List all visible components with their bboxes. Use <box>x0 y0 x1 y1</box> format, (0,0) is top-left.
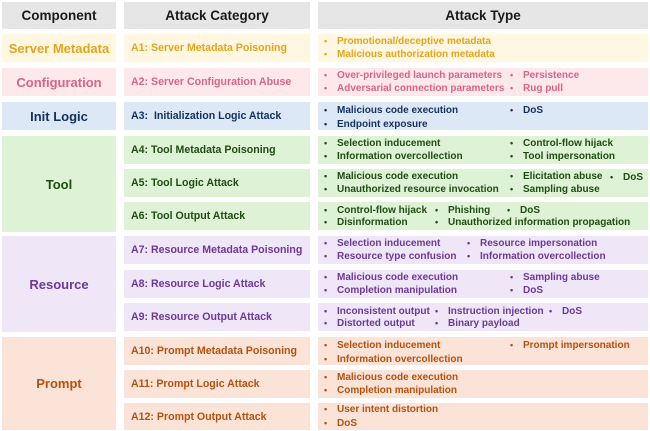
types-a2: Over-privileged launch parameters Advers… <box>318 68 648 96</box>
component-label: Prompt <box>36 376 82 391</box>
header-category-label: Attack Category <box>165 8 269 23</box>
attack-type-item: Inconsistent output <box>324 305 430 319</box>
types-a3: Malicious code execution Endpoint exposu… <box>318 102 648 130</box>
attack-type-item: DoS <box>510 104 543 118</box>
attack-type-item: Resource impersonation <box>467 237 606 251</box>
types-a9: Inconsistent output Distorted output Ins… <box>318 303 648 331</box>
types-a12: User intent distortion DoS <box>318 403 648 430</box>
attack-type-item: Distorted output <box>324 317 415 331</box>
attack-type-item: Control-flow hijack <box>510 137 615 151</box>
category-a12: A12: Prompt Output Attack <box>124 403 310 430</box>
attack-type-item: Malicious code execution <box>324 104 510 118</box>
attack-type-item: Instruction injection <box>435 305 544 319</box>
component-label: Resource <box>29 276 89 292</box>
component-configuration: Configuration <box>2 68 116 96</box>
category-label: A7: Resource Metadata Poisoning <box>131 244 303 256</box>
types-a5: Malicious code execution Unauthorized re… <box>318 169 648 197</box>
category-label: A8: Resource Logic Attack <box>131 278 266 290</box>
category-label: A4: Tool Metadata Poisoning <box>131 144 276 156</box>
component-tool: Tool <box>2 136 116 232</box>
attack-type-item: Malicious authorization metadata <box>324 48 495 62</box>
component-init-logic: Init Logic <box>2 102 116 130</box>
attack-type-item: Disinformation <box>324 216 408 230</box>
attack-type-item: Information overcollection <box>324 353 510 367</box>
attack-type-item: Information overcollection <box>324 150 510 164</box>
attack-type-item: Phishing <box>435 204 490 218</box>
attack-type-item: Selection inducement <box>324 339 510 353</box>
category-label: A10: Prompt Metadata Poisoning <box>131 345 297 357</box>
attack-type-item: Control-flow hijack <box>324 204 427 218</box>
attack-type-item: Persistence <box>510 69 579 83</box>
attack-type-item: Malicious code execution <box>324 371 458 385</box>
category-a7: A7: Resource Metadata Poisoning <box>124 236 310 264</box>
types-a10: Selection inducement Information overcol… <box>318 337 648 365</box>
header-component: Component <box>2 2 116 29</box>
category-a9: A9: Resource Output Attack <box>124 303 310 331</box>
attack-type-item: Endpoint exposure <box>324 118 510 132</box>
types-a4: Selection inducement Information overcol… <box>318 136 648 164</box>
attack-type-item: Prompt impersonation <box>510 339 630 353</box>
types-a8: Malicious code execution Completion mani… <box>318 270 648 298</box>
attack-type-item: Resource type confusion <box>324 250 467 264</box>
category-a11: A11: Prompt Logic Attack <box>124 370 310 398</box>
component-label: Configuration <box>16 74 102 90</box>
attack-type-item: DoS <box>510 284 600 298</box>
attack-type-item: Information overcollection <box>467 250 606 264</box>
types-a1: Promotional/deceptive metadata Malicious… <box>318 34 648 62</box>
attack-type-item: Completion manipulation <box>324 384 458 398</box>
types-a11: Malicious code execution Completion mani… <box>318 370 648 398</box>
header-type-label: Attack Type <box>445 8 521 23</box>
category-label: A2: Server Configuration Abuse <box>131 76 292 88</box>
category-label: A3: Initialization Logic Attack <box>131 110 282 122</box>
types-a6: Control-flow hijack Disinformation Phish… <box>318 202 648 230</box>
category-a4: A4: Tool Metadata Poisoning <box>124 136 310 164</box>
category-a8: A8: Resource Logic Attack <box>124 270 310 298</box>
attack-type-item: Elicitation abuse <box>510 170 610 184</box>
category-label: A1: Server Metadata Poisoning <box>131 42 288 54</box>
component-server-metadata: Server Metadata <box>2 34 116 62</box>
attack-type-item: Unauthorized information propagation <box>435 216 630 230</box>
component-label: Tool <box>45 176 73 192</box>
header-component-label: Component <box>21 8 97 23</box>
attack-type-item: Promotional/deceptive metadata <box>324 35 495 49</box>
category-a2: A2: Server Configuration Abuse <box>124 68 310 96</box>
category-a6: A6: Tool Output Attack <box>124 202 310 230</box>
header-attack-category: Attack Category <box>124 2 310 29</box>
category-label: A9: Resource Output Attack <box>131 311 272 323</box>
attack-type-item: Completion manipulation <box>324 284 510 298</box>
attack-type-item: DoS <box>610 171 643 185</box>
category-a10: A10: Prompt Metadata Poisoning <box>124 337 310 365</box>
category-label: A12: Prompt Output Attack <box>131 410 267 423</box>
attack-type-item: User intent distortion <box>324 403 438 417</box>
attack-type-item: Adversarial connection parameters <box>324 82 510 96</box>
attack-type-item: Sampling abuse <box>510 183 610 197</box>
component-label: Server Metadata <box>8 40 110 56</box>
attack-type-item: Selection inducement <box>324 137 510 151</box>
attack-type-item: Sampling abuse <box>510 271 600 285</box>
attack-type-item: DoS <box>507 204 540 218</box>
category-a5: A5: Tool Logic Attack <box>124 169 310 197</box>
types-a7: Selection inducement Resource type confu… <box>318 236 648 264</box>
header-attack-type: Attack Type <box>318 2 648 29</box>
attack-type-item: Malicious code execution <box>324 170 510 184</box>
category-label: A11: Prompt Logic Attack <box>131 378 260 390</box>
attack-type-item: Binary payload <box>435 317 520 331</box>
category-label: A6: Tool Output Attack <box>131 210 246 222</box>
attack-type-item: Rug pull <box>510 82 579 96</box>
component-label: Init Logic <box>30 108 88 124</box>
attack-type-item: Over-privileged launch parameters <box>324 69 510 83</box>
attack-type-item: Tool impersonation <box>510 150 615 164</box>
component-resource: Resource <box>2 236 116 332</box>
attack-type-item: Unauthorized resource invocation <box>324 183 510 197</box>
attack-type-item: Malicious code execution <box>324 271 510 285</box>
category-a1: A1: Server Metadata Poisoning <box>124 34 310 62</box>
attack-type-item: DoS <box>549 305 582 319</box>
category-a3: A3: Initialization Logic Attack <box>124 102 310 130</box>
attack-type-item: DoS <box>324 417 438 431</box>
component-prompt: Prompt <box>2 337 116 430</box>
attack-type-item: Selection inducement <box>324 237 467 251</box>
category-label: A5: Tool Logic Attack <box>131 177 239 189</box>
